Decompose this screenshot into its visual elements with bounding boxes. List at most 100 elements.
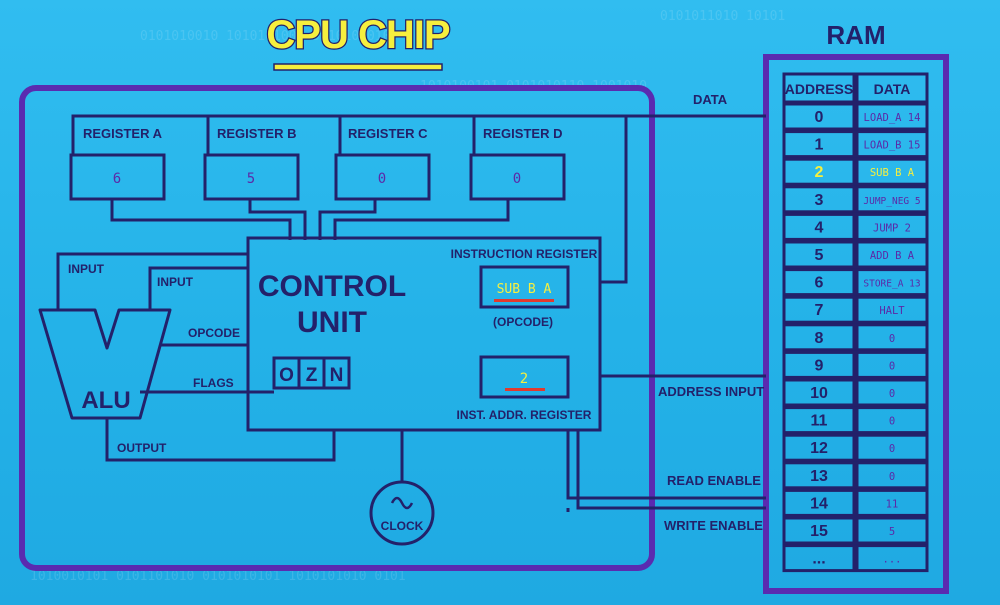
ram-row: 15 5 bbox=[782, 516, 929, 545]
alu-shape bbox=[38, 308, 172, 420]
ram-data-cell bbox=[855, 185, 929, 214]
opcode-label: (OPCODE) bbox=[493, 315, 553, 329]
ram-address: 6 bbox=[815, 275, 824, 292]
inst-addr-register-box bbox=[479, 355, 570, 399]
ram-outline bbox=[763, 54, 949, 594]
register-label: REGISTER A bbox=[83, 126, 163, 141]
ram-address-cell bbox=[782, 185, 856, 214]
ram-data-cell bbox=[855, 516, 929, 545]
register-value: 0 bbox=[378, 171, 386, 187]
alu-input-2-label: INPUT bbox=[157, 275, 194, 289]
flag-z: Z bbox=[306, 365, 318, 386]
ram-address-cell bbox=[782, 350, 856, 379]
ram-address-cell bbox=[782, 240, 856, 269]
register-label: REGISTER D bbox=[483, 126, 562, 141]
control-unit-box bbox=[246, 236, 602, 432]
ram-data: ... bbox=[883, 554, 902, 566]
ram-data-cell bbox=[855, 102, 929, 131]
ram-address: 7 bbox=[815, 302, 824, 319]
control-unit: CONTROL UNIT INSTRUCTION REGISTER SUB B … bbox=[246, 236, 602, 432]
ram-data-cell bbox=[855, 488, 929, 517]
ram-address-cell bbox=[782, 102, 856, 131]
ram-address-cell bbox=[782, 461, 856, 490]
ram-buses: DATA ADDRESS INPUT READ ENABLE WRITE ENA… bbox=[566, 92, 766, 533]
register-wires bbox=[71, 114, 766, 284]
clock-label: CLOCK bbox=[381, 519, 424, 533]
alu-opcode-label: OPCODE bbox=[188, 326, 240, 340]
ram-address: 0 bbox=[815, 109, 824, 126]
ram-address-cell bbox=[782, 157, 856, 186]
alu-output-label: OUTPUT bbox=[117, 441, 167, 455]
register-a: REGISTER A6 bbox=[69, 126, 166, 201]
ram-address: 9 bbox=[815, 357, 824, 374]
ram-header-address-cell bbox=[782, 72, 856, 104]
ram-data-cell bbox=[855, 461, 929, 490]
ram-data: HALT bbox=[879, 305, 905, 317]
ram-data-cell bbox=[855, 433, 929, 462]
ram-data: 5 bbox=[889, 526, 895, 538]
ram-data-cell bbox=[855, 157, 929, 186]
ram-data: 0 bbox=[889, 416, 895, 428]
ram-data-cell bbox=[855, 130, 929, 159]
svg-text:1010010101 0101101010 01010101: 1010010101 0101101010 0101010101 1010101… bbox=[30, 569, 406, 584]
ram-data: JUMP_NEG 5 bbox=[863, 196, 920, 207]
title-underline bbox=[273, 63, 443, 71]
title-group: CPU CHIP bbox=[265, 12, 452, 71]
register-label: REGISTER C bbox=[348, 126, 428, 141]
instruction-highlight-underline bbox=[494, 299, 554, 302]
register-box bbox=[334, 153, 431, 201]
ram-row: 7 HALT bbox=[782, 295, 929, 324]
ram-data: ADD B A bbox=[870, 250, 915, 262]
clock-circle bbox=[369, 480, 435, 546]
address-input-label: ADDRESS INPUT bbox=[658, 384, 764, 399]
ram-address-cell bbox=[782, 488, 856, 517]
register-b: REGISTER B5 bbox=[203, 126, 300, 201]
write-enable-label: WRITE ENABLE bbox=[664, 518, 763, 533]
ram-address-cell bbox=[782, 130, 856, 159]
register-box bbox=[69, 153, 166, 201]
register-value: 5 bbox=[247, 171, 255, 187]
ram-data-cell bbox=[855, 378, 929, 407]
ram-address: 12 bbox=[810, 440, 828, 457]
read-enable-label: READ ENABLE bbox=[667, 473, 761, 488]
ram-address: 8 bbox=[815, 330, 824, 347]
ram-address: 15 bbox=[810, 523, 828, 540]
ram-data-cell bbox=[855, 295, 929, 324]
instruction-register-label: INSTRUCTION REGISTER bbox=[451, 247, 598, 261]
register-box bbox=[203, 153, 300, 201]
ram-data-cell bbox=[855, 268, 929, 297]
ram-address-cell bbox=[782, 406, 856, 435]
ram-row: 11 0 bbox=[782, 406, 929, 435]
ram-address: 11 bbox=[811, 413, 828, 430]
ram-data: LOAD_B 15 bbox=[864, 140, 921, 152]
ram-data: JUMP 2 bbox=[873, 222, 911, 234]
clock: CLOCK bbox=[369, 430, 435, 546]
svg-text:0101011010 10101: 0101011010 10101 bbox=[660, 9, 785, 24]
cpu-chip-outline bbox=[19, 85, 655, 571]
ram-address-cell bbox=[782, 268, 856, 297]
alu: ALU INPUT INPUT OPCODE FLAGS OUTPUT bbox=[38, 252, 336, 462]
ram-data: 0 bbox=[889, 388, 895, 400]
inst-addr-register-value: 2 bbox=[520, 371, 528, 387]
ram-data-cell bbox=[855, 323, 929, 352]
register-c: REGISTER C 0 bbox=[334, 126, 431, 201]
flag-o: O bbox=[279, 365, 294, 386]
inst-addr-register-label: INST. ADDR. REGISTER bbox=[457, 408, 592, 422]
ram-data-cell bbox=[855, 406, 929, 435]
